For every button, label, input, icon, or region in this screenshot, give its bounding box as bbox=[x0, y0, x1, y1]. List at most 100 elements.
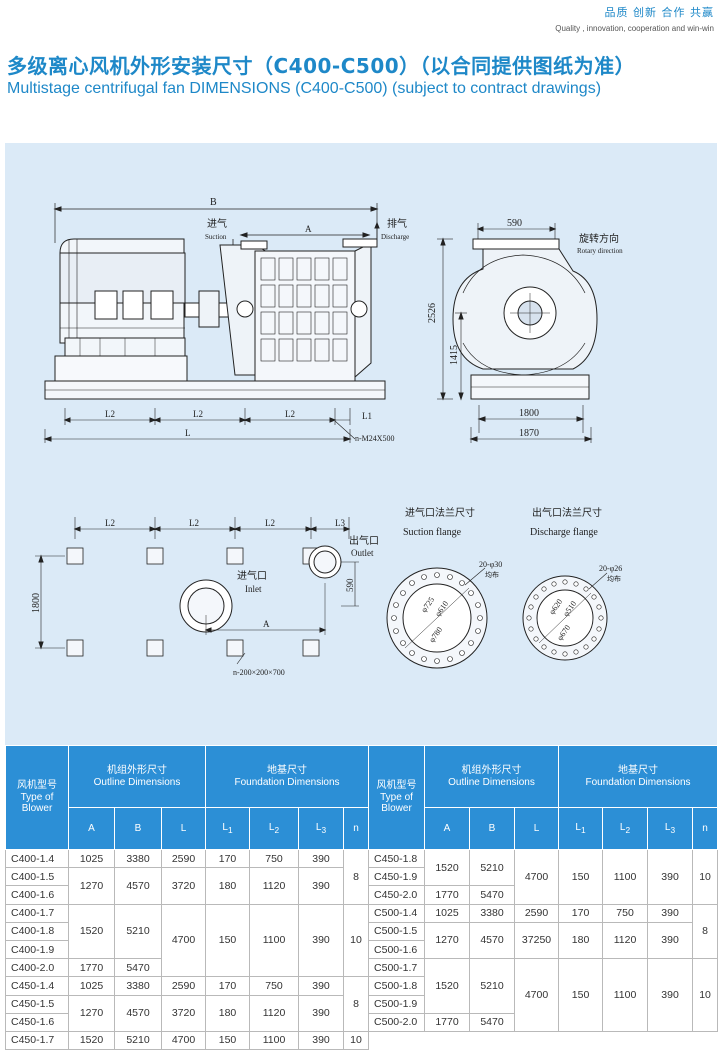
plan-dim-l3: L3 bbox=[335, 518, 345, 528]
col-l3: L3 bbox=[647, 807, 694, 850]
cell: 390 bbox=[647, 849, 694, 905]
cell: 1120 bbox=[249, 994, 300, 1032]
plan-dim-l2-1: L2 bbox=[105, 518, 115, 528]
cell: 4700 bbox=[514, 849, 560, 905]
cell: 1270 bbox=[424, 921, 471, 960]
table-row: C400-1.7 1520 5210 4700 150 1100 390 10 … bbox=[5, 903, 719, 978]
col-a: A bbox=[68, 807, 115, 850]
dim-l1: L1 bbox=[362, 411, 372, 421]
cell: 170 bbox=[205, 848, 251, 869]
cell: 180 bbox=[558, 921, 604, 960]
model-cell: C500-1.9 bbox=[368, 994, 426, 1014]
cell: 8 bbox=[692, 903, 719, 960]
cell: 4570 bbox=[469, 921, 516, 960]
col-b: B bbox=[114, 807, 162, 850]
model-cell: C450-1.9 bbox=[368, 867, 426, 887]
cell: 1270 bbox=[68, 867, 115, 905]
plan-dim-a: A bbox=[263, 619, 270, 629]
col-n: n bbox=[343, 807, 370, 850]
cell: 10 bbox=[692, 849, 719, 905]
cell: 1770 bbox=[424, 1012, 471, 1032]
cell: 1520 bbox=[424, 958, 471, 1014]
table-row: C450-1.4 1025 3380 2590 170 750 390 8 C5… bbox=[5, 976, 718, 1032]
cell: 150 bbox=[205, 903, 251, 978]
cell: 5470 bbox=[469, 885, 516, 905]
suction-label-en: Suction bbox=[205, 233, 227, 241]
plan-dim-590: 590 bbox=[345, 578, 355, 592]
model-cell: C500-1.6 bbox=[368, 939, 426, 960]
cell: 5470 bbox=[114, 958, 162, 978]
model-cell: C450-1.7 bbox=[5, 1030, 69, 1051]
dim-590-side: 590 bbox=[507, 218, 522, 229]
col-b: B bbox=[469, 807, 516, 850]
table-row: C450-1.6 C500-2.0 1770 5470 bbox=[5, 1012, 718, 1032]
dim-2526: 2526 bbox=[427, 303, 438, 323]
model-cell: C500-1.5 bbox=[368, 921, 426, 941]
cell: 37250 bbox=[514, 921, 560, 960]
plan-dim-1800: 1800 bbox=[31, 593, 42, 613]
model-cell: C450-1.6 bbox=[5, 1012, 69, 1032]
dim-l2-2: L2 bbox=[193, 409, 203, 419]
suction-holes-note: 均布 bbox=[485, 570, 499, 579]
rotary-direction-cn: 旋转方向 bbox=[579, 232, 619, 245]
cell: 2590 bbox=[160, 848, 207, 869]
cell: 1770 bbox=[68, 958, 115, 978]
cell: 2590 bbox=[160, 976, 207, 996]
suction-flange-title-cn: 进气口法兰尺寸 bbox=[405, 506, 475, 519]
model-cell: C400-1.4 bbox=[5, 848, 69, 869]
cell: 1120 bbox=[602, 921, 649, 960]
dim-l2-1: L2 bbox=[105, 409, 115, 419]
table-row: C400-1.5 1270 4570 3720 180 1120 390 C45… bbox=[5, 867, 718, 905]
cell: 4700 bbox=[514, 958, 560, 1032]
cell: 1520 bbox=[68, 1030, 115, 1051]
cell: 750 bbox=[249, 848, 300, 869]
cell: 150 bbox=[558, 849, 604, 905]
model-cell: C500-2.0 bbox=[368, 1012, 426, 1032]
cell: 390 bbox=[298, 903, 345, 978]
side-view: 590 旋转方向 Rotary direction 2526 1415 1800 bbox=[427, 218, 623, 443]
discharge-holes: 20-φ26 bbox=[599, 564, 622, 573]
cell: 170 bbox=[558, 903, 604, 923]
cell: 1025 bbox=[68, 976, 115, 996]
slogan-en: Quality , innovation, cooperation and wi… bbox=[555, 24, 714, 33]
cell: 1520 bbox=[68, 903, 115, 960]
rotary-direction-en: Rotary direction bbox=[577, 247, 623, 255]
model-cell: C500-1.7 bbox=[368, 958, 426, 978]
cell: 1770 bbox=[424, 885, 471, 905]
cell: 1025 bbox=[424, 903, 471, 923]
cell: 1100 bbox=[249, 1030, 300, 1051]
col-l: L bbox=[160, 807, 207, 850]
table-row: C450-1.7 1520 5210 4700 150 1100 390 10 bbox=[5, 1030, 718, 1051]
model-cell: C450-2.0 bbox=[368, 885, 426, 905]
cell: 390 bbox=[298, 848, 345, 869]
discharge-flange-title-en: Discharge flange bbox=[530, 527, 598, 538]
page-title-en: Multistage centrifugal fan DIMENSIONS (C… bbox=[7, 80, 602, 97]
plan-dim-l2-2: L2 bbox=[189, 518, 199, 528]
dim-l: L bbox=[185, 428, 191, 438]
table-row: C400-2.0 1770 5470 C500-1.7 1520 5210 47… bbox=[5, 958, 719, 1032]
cell: 390 bbox=[647, 903, 694, 923]
cell: 5470 bbox=[469, 1012, 516, 1032]
cell: 390 bbox=[298, 994, 345, 1032]
cell: 1100 bbox=[602, 958, 649, 1032]
cell: 1100 bbox=[602, 849, 649, 905]
dim-a-label: A bbox=[305, 224, 312, 234]
cell: 1100 bbox=[249, 903, 300, 978]
table-row: C400-1.9 C500-1.6 bbox=[5, 939, 718, 960]
cell: 390 bbox=[647, 958, 694, 1032]
cell: 180 bbox=[205, 867, 251, 905]
dim-b-label: B bbox=[210, 197, 217, 208]
outlet-label-cn: 出气口 bbox=[349, 534, 379, 547]
cell: 150 bbox=[558, 958, 604, 1032]
plan-dim-l2-3: L2 bbox=[265, 518, 275, 528]
model-cell: C500-1.4 bbox=[368, 903, 426, 923]
cell: 10 bbox=[692, 958, 719, 1032]
model-cell: C450-1.5 bbox=[5, 994, 69, 1014]
cell: 390 bbox=[298, 976, 345, 996]
cell: 5210 bbox=[114, 1030, 162, 1051]
dimension-drawing-panel: B A 进气 Suction 排气 Discharge bbox=[5, 143, 717, 745]
model-cell: C500-1.8 bbox=[368, 976, 426, 996]
col-l3: L3 bbox=[298, 807, 345, 850]
